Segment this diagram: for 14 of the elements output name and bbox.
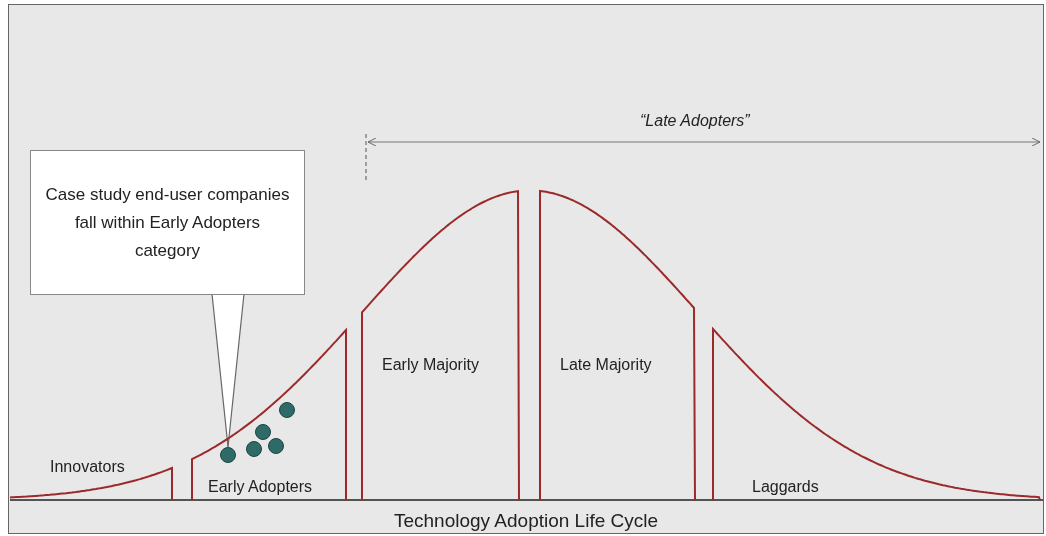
range-label: “Late Adopters”	[640, 112, 750, 130]
dot	[246, 440, 262, 457]
dot	[220, 446, 236, 463]
segment-label: Late Majority	[560, 356, 652, 374]
callout-pointer	[211, 293, 245, 448]
callout-text: Case study end-user companies fall within Early Adopters category	[45, 183, 290, 262]
segment-label: Early Majority	[382, 356, 479, 374]
dot	[268, 437, 284, 454]
dot	[255, 423, 271, 440]
dot	[279, 401, 295, 418]
segment-label: Laggards	[752, 478, 819, 496]
caption: Technology Adoption Life Cycle	[393, 510, 659, 532]
segment-label: Innovators	[50, 458, 125, 476]
segment-label: Early Adopters	[208, 478, 313, 496]
